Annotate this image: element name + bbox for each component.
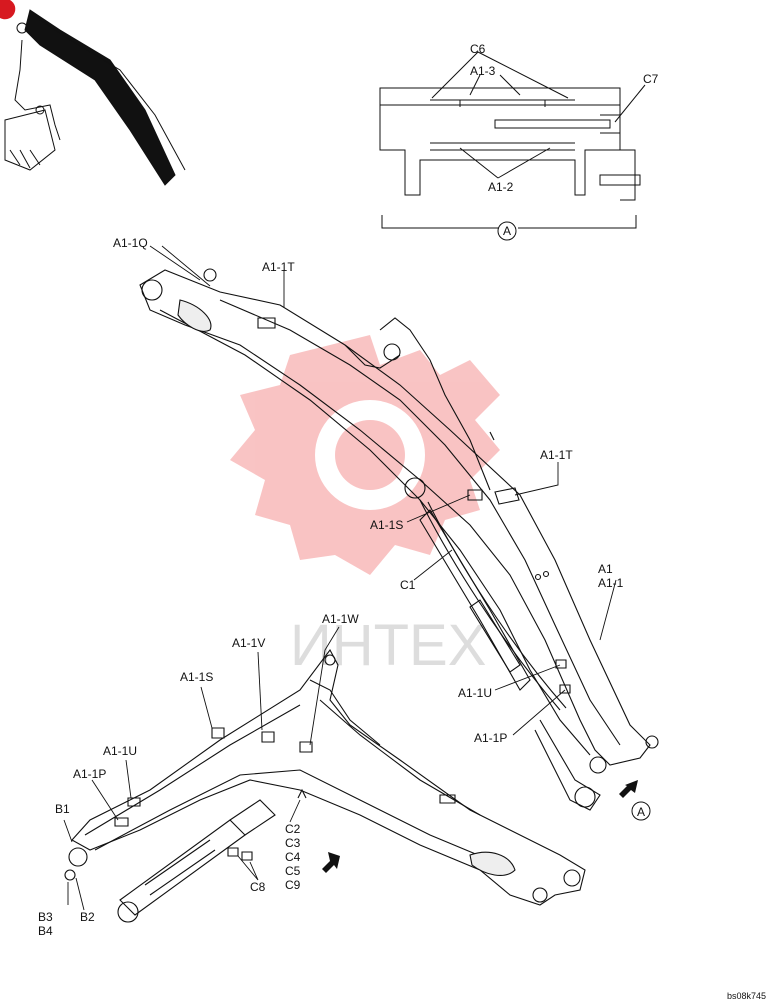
label-view-a-top: A <box>503 224 512 238</box>
label-stack-b3-b4: B3 B4 <box>38 910 53 938</box>
label-a1-2: A1-2 <box>488 180 514 194</box>
label-a1-1u-right: A1-1U <box>458 686 493 700</box>
label-a1-1: A1-1 <box>598 576 624 590</box>
label-a1-1p-right: A1-1P <box>474 731 508 745</box>
label-c3: C3 <box>285 836 301 850</box>
label-a1-1u-left: A1-1U <box>103 744 138 758</box>
label-c7: C7 <box>643 72 659 86</box>
label-c6: C6 <box>470 42 486 56</box>
label-view-a-bottom: A <box>637 805 646 819</box>
label-b3: B3 <box>38 910 53 924</box>
label-a1-1s-right: A1-1S <box>370 518 404 532</box>
reference-code: bs08k745 <box>727 991 767 1000</box>
label-a1-3: A1-3 <box>470 64 496 78</box>
leader-lines <box>63 245 617 911</box>
label-c2: C2 <box>285 822 301 836</box>
label-b4: B4 <box>38 924 53 938</box>
label-c1: C1 <box>400 578 416 592</box>
label-b1: B1 <box>55 802 70 816</box>
detail-view-a <box>379 51 646 241</box>
label-a1-1t-top: A1-1T <box>262 260 295 274</box>
label-a1-1w: A1-1W <box>322 612 359 626</box>
label-a1-1v: A1-1V <box>232 636 266 650</box>
label-a1-1s-left: A1-1S <box>180 670 214 684</box>
boom-upper <box>139 268 659 811</box>
label-c4: C4 <box>285 850 301 864</box>
label-a1: A1 <box>598 562 613 576</box>
label-c9: C9 <box>285 878 301 892</box>
label-a1-1p-left: A1-1P <box>73 767 107 781</box>
label-a1-1t-right: A1-1T <box>540 448 573 462</box>
view-arrow-icons <box>322 780 651 873</box>
excavator-thumbnail <box>4 9 186 186</box>
label-c8: C8 <box>250 880 266 894</box>
boom-lower <box>64 648 586 923</box>
watermark-gear-logo <box>230 335 500 575</box>
corner-marker-icon <box>0 0 16 20</box>
label-a1-1q: A1-1Q <box>113 236 148 250</box>
watermark-text: ИНТЕХ <box>290 613 486 678</box>
label-stack-c2-c9: C2 C3 C4 C5 C9 <box>285 822 300 892</box>
label-c5: C5 <box>285 864 301 878</box>
label-b2: B2 <box>80 910 95 924</box>
